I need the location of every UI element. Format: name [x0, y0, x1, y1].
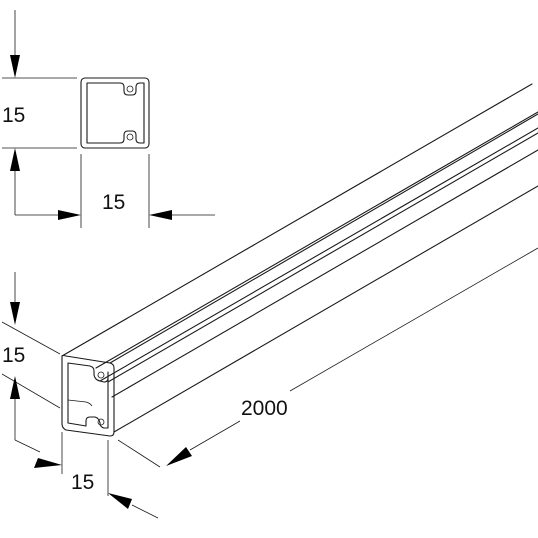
length-label: 2000 [241, 397, 288, 420]
profile-front-inner [67, 362, 109, 429]
groove-1 [95, 111, 538, 369]
profile-height-dimension: 15 [1, 272, 61, 440]
cross-section-inner [86, 82, 145, 144]
section-height-dimension: 15 [2, 10, 77, 215]
profile-inner-edge [67, 399, 93, 407]
cross-section-view [80, 77, 150, 149]
section-width-label: 15 [102, 191, 125, 214]
profile-notch-bottom [97, 418, 105, 426]
edge-bottom [113, 185, 538, 433]
profile-front-outer [61, 354, 115, 437]
groove-4 [111, 149, 538, 398]
profile-width-dimension: 15 [14, 432, 159, 519]
profile-3d-view [61, 83, 538, 437]
edge-top-front [109, 113, 538, 364]
profile-height-label: 15 [2, 344, 25, 367]
profile-notch-top [97, 371, 105, 379]
notch-top [126, 85, 134, 93]
groove-2 [99, 127, 538, 382]
length-dimension: 2000 [117, 247, 538, 468]
section-height-label: 15 [2, 104, 25, 127]
profile-width-label: 15 [71, 471, 94, 494]
edge-top-back [61, 83, 533, 357]
notch-bottom [126, 133, 134, 141]
groove-3 [107, 132, 538, 383]
section-width-dimension: 15 [15, 154, 215, 228]
cross-section-outer [80, 77, 150, 149]
